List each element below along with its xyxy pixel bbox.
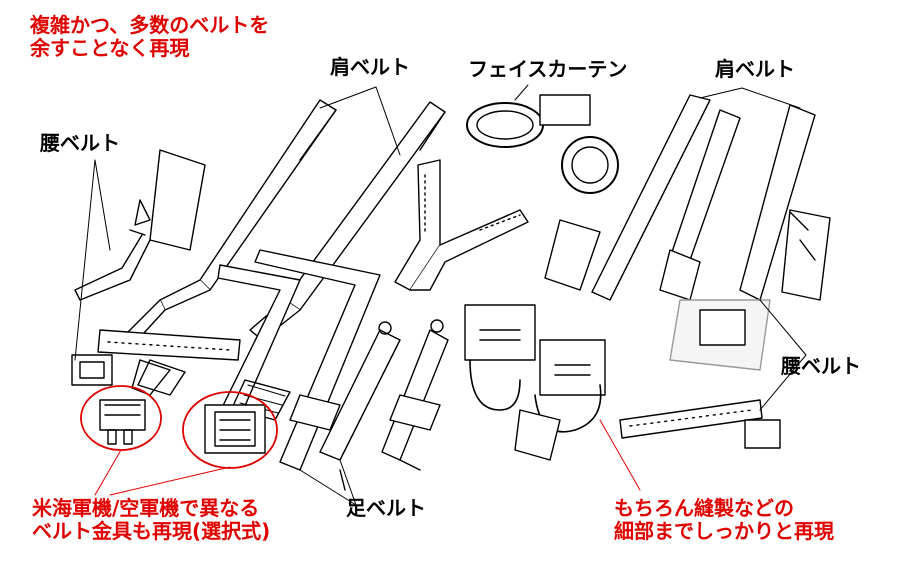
callout-bottom-right-line1: もちろん縫製などの [614, 496, 794, 520]
buckle-navy-art [99, 399, 146, 445]
callout-bottom-right-line2: 細部までしっかりと再現 [614, 519, 834, 543]
label-leaders [74, 84, 807, 506]
buckle-airforce-art [204, 404, 266, 454]
buckle-airforce-highlight [182, 391, 278, 469]
callout-bottom-left-line2: ベルト金具も再現(選択式) [32, 519, 271, 543]
shoulder-belt-right-art [464, 94, 816, 461]
waist-belt-left-art [71, 149, 241, 386]
label-waist-belt-left: 腰ベルト [40, 131, 120, 155]
label-leg-belt: 足ベルト [346, 496, 426, 520]
callout-top-left-line2: 余すことなく再現 [30, 36, 190, 60]
buckle-callout-leader [94, 449, 231, 496]
label-face-curtain: フェイスカーテン [468, 57, 628, 81]
label-shoulder-belt-right: 肩ベルト [715, 57, 795, 81]
callout-top-left: 複雑かつ、多数のベルトを 余すことなく再現 [30, 14, 269, 60]
sewing-callout-leader [599, 419, 641, 491]
label-waist-belt-right: 腰ベルト [781, 354, 861, 378]
y-yoke-art [394, 159, 529, 291]
label-shoulder-belt-left: 肩ベルト [330, 55, 410, 79]
callout-bottom-right: もちろん縫製などの 細部までしっかりと再現 [614, 497, 834, 543]
callout-bottom-left: 米海軍機/空軍機で異なる ベルト金具も再現(選択式) [32, 497, 270, 543]
callout-top-left-line1: 複雑かつ、多数のベルトを [30, 13, 270, 37]
leg-belt-art [289, 319, 449, 491]
face-curtain-art [466, 94, 619, 194]
callout-bottom-left-line1: 米海軍機/空軍機で異なる [32, 496, 260, 520]
shoulder-belt-left-art [119, 99, 446, 347]
waist-belt-right-art [619, 209, 831, 449]
center-belts-art [131, 249, 381, 471]
